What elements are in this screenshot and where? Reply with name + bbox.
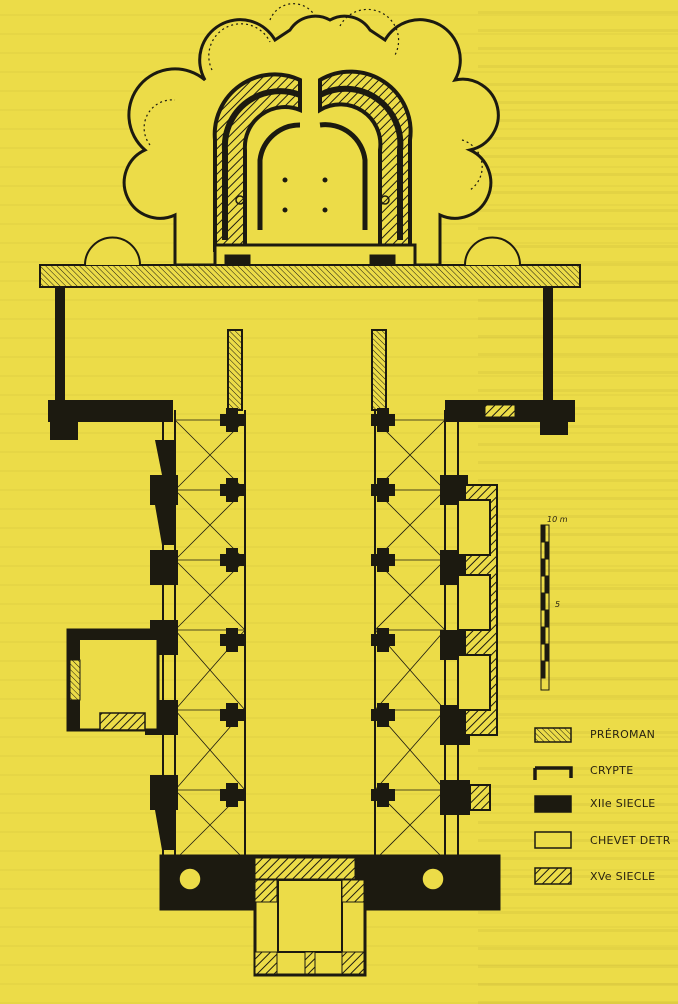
aisle-vaults [174, 419, 446, 861]
legend-swatch-xii [534, 795, 572, 813]
legend-label-preroman: PRÉROMAN [590, 728, 656, 741]
legend-label-crypte: CRYPTE [590, 764, 634, 777]
chevet-piers [227, 329, 387, 411]
nave-piers [220, 408, 395, 807]
legend-swatch-xv [534, 867, 572, 885]
legend-swatches [533, 727, 573, 885]
background-text-bleed-right [478, 0, 678, 1004]
legend-swatch-preroman [534, 727, 572, 743]
north-chapel [66, 628, 160, 732]
legend-label-xv: XVe SIECLE [590, 870, 656, 883]
legend-swatch-crypte [533, 766, 573, 780]
scale-bar [540, 524, 550, 691]
chevet-chapel-hatch [143, 3, 483, 191]
scale-label-mid: 5 [555, 600, 561, 609]
wall-buttresses [145, 440, 470, 850]
chevet-chapels [122, 14, 500, 267]
scale-label-top: 10 m [547, 515, 568, 524]
nave-outline [162, 405, 459, 870]
transept-walls [48, 287, 575, 440]
west-facade [159, 854, 501, 977]
south-chapels [457, 484, 498, 811]
transept-preroman [39, 236, 581, 288]
legend-label-xii: XIIe SIECLE [590, 797, 656, 810]
legend-swatch-chevet [534, 831, 572, 849]
legend-label-chevet: CHEVET DETR [590, 834, 671, 847]
